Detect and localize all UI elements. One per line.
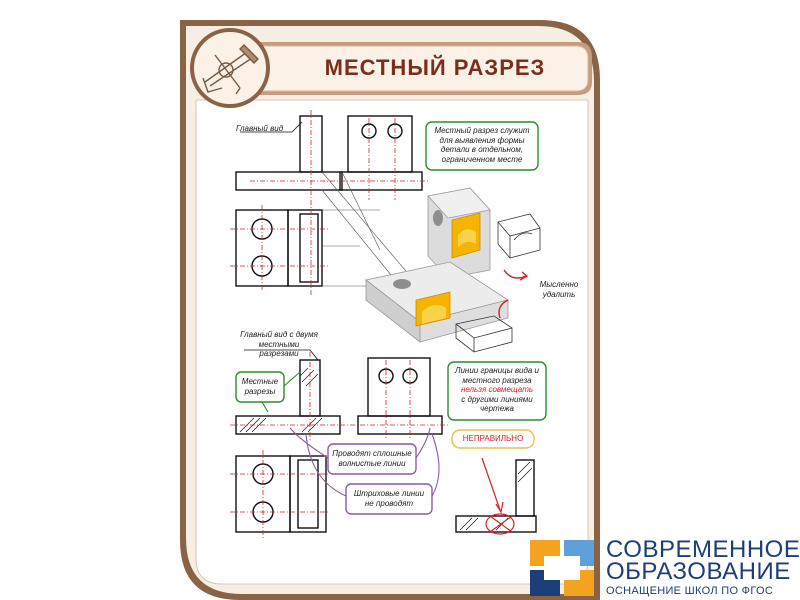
wrong-label-box	[451, 429, 535, 449]
main-view-label: Главный вид	[236, 124, 284, 133]
boundary-note-post: с другими линиями чертежа	[461, 394, 533, 414]
definition-note: Местный разрез служит для выявления форм…	[434, 126, 530, 164]
definition-note-box	[425, 121, 539, 171]
title-banner-inner	[243, 45, 589, 92]
wavy-lines-note: Проводят сплошные волнистые линии	[332, 449, 412, 468]
brand-logo: СОВРЕМЕННОЕ ОБРАЗОВАНИЕ ОСНАЩЕНИЕ ШКОЛ П…	[528, 538, 800, 598]
boundary-note-box	[447, 361, 547, 421]
logo-mark-icon	[530, 540, 594, 596]
logo-line-1: СОВРЕМЕННОЕ	[606, 536, 800, 563]
local-cuts-note-box	[235, 371, 285, 403]
main-view-two-cuts-label: Главный вид с двумя местными разрезами	[240, 330, 318, 358]
emblem-circle	[190, 28, 270, 108]
boundary-note: Линии границы вида и местного разреза не…	[452, 366, 542, 414]
boundary-note-highlight: нельзя совмещать	[460, 385, 534, 394]
page-title: МЕСТНЫЙ РАЗРЕЗ	[324, 55, 546, 80]
wavy-lines-note-box	[327, 443, 417, 475]
drafting-tools-icon	[202, 44, 259, 95]
wrong-marks	[481, 457, 515, 535]
logo-line-3: ОСНАЩЕНИЕ ШКОЛ ПО ФГОС	[606, 585, 774, 597]
main-view-leader	[240, 121, 303, 133]
local-cuts-label: Местные разрезы	[241, 377, 279, 396]
isometric-part	[365, 187, 509, 343]
logo-line-2: ОБРАЗОВАНИЕ	[606, 558, 791, 585]
note-leaders	[244, 349, 440, 497]
axis-lines	[230, 110, 430, 296]
boundary-note-pre: Линии границы вида и местного разреза	[454, 366, 539, 385]
removed-portion-wireframes	[455, 213, 541, 353]
dashed-lines-note-box	[345, 483, 433, 515]
two-cuts-axes	[230, 352, 450, 540]
remove-arrows	[498, 269, 529, 319]
mentally-remove-label: Мысленно удалить	[539, 280, 579, 299]
wrong-label: НЕПРАВИЛЬНО	[462, 434, 524, 443]
dashed-lines-note: Штриховые линии не проводят	[353, 489, 425, 508]
wrong-example-drawing	[455, 459, 537, 533]
